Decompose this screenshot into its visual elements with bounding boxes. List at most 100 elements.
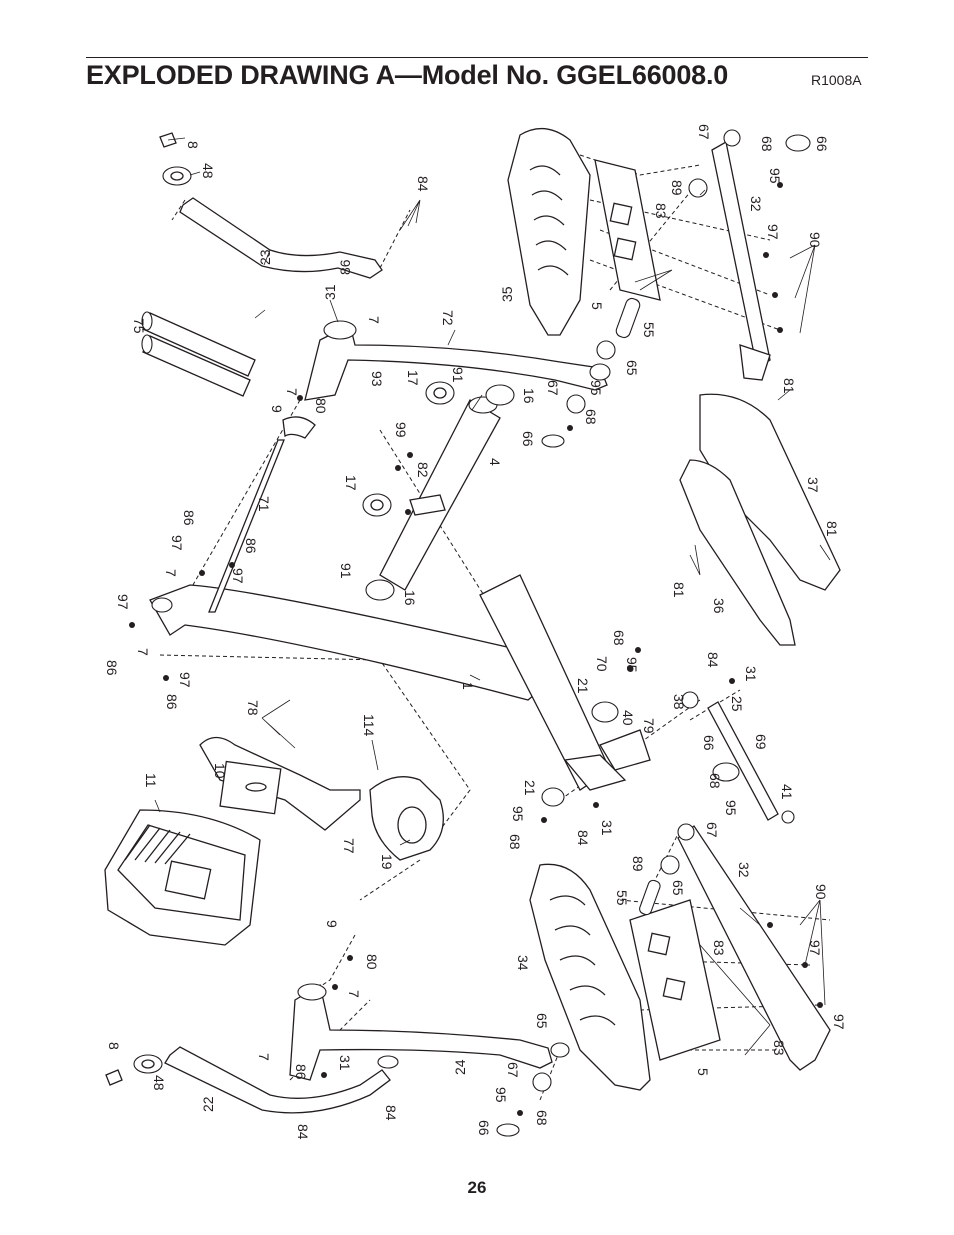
callout: 19 bbox=[379, 854, 395, 870]
pedal-arm-lower-32 bbox=[496, 823, 831, 1137]
callout: 95 bbox=[624, 657, 640, 673]
pedal-34 bbox=[529, 863, 721, 1091]
callout: 84 bbox=[295, 1124, 311, 1140]
callout: 22 bbox=[200, 1096, 216, 1112]
callout: 4 bbox=[487, 458, 503, 466]
callout: 55 bbox=[614, 890, 630, 906]
callout: 17 bbox=[405, 370, 421, 386]
callout: 7 bbox=[135, 648, 151, 656]
callout: 66 bbox=[520, 431, 536, 447]
callout: 84 bbox=[705, 652, 721, 668]
callout: 82 bbox=[415, 462, 431, 478]
callout: 34 bbox=[515, 955, 531, 971]
callout: 67 bbox=[696, 124, 712, 140]
callout: 93 bbox=[369, 371, 385, 387]
console-11 bbox=[104, 809, 261, 946]
page-title: EXPLODED DRAWING A—Model No. GGEL66008.0 bbox=[86, 60, 729, 90]
callout: 8 bbox=[106, 1042, 122, 1050]
axle-71 bbox=[208, 416, 316, 613]
callout: 55 bbox=[641, 322, 657, 338]
callout: 7 bbox=[366, 316, 382, 324]
callout: 31 bbox=[337, 1055, 353, 1071]
callout: 80 bbox=[364, 954, 380, 970]
callout: 21 bbox=[575, 678, 591, 694]
callout: 65 bbox=[534, 1013, 550, 1029]
callout: 25 bbox=[729, 696, 745, 712]
console-mast-10 bbox=[199, 736, 361, 831]
page-number: 26 bbox=[467, 1178, 487, 1197]
callout: 66 bbox=[476, 1120, 492, 1136]
callout: 8 bbox=[185, 141, 201, 149]
callout: 66 bbox=[701, 735, 717, 751]
callout: 68 bbox=[611, 630, 627, 646]
callout: 7 bbox=[163, 569, 179, 577]
callout: 48 bbox=[151, 1075, 167, 1091]
callout: 68 bbox=[534, 1110, 550, 1126]
callout: 37 bbox=[805, 477, 821, 493]
callout: 67 bbox=[545, 380, 561, 396]
callout: 16 bbox=[521, 388, 537, 404]
callout: 41 bbox=[779, 784, 795, 800]
lower-arm-24 bbox=[289, 983, 570, 1081]
callout: 81 bbox=[671, 582, 687, 598]
callout: 90 bbox=[807, 232, 823, 248]
callout: 84 bbox=[575, 830, 591, 846]
callout: 97 bbox=[115, 594, 131, 610]
callout: 90 bbox=[813, 884, 829, 900]
main-frame-1 bbox=[149, 396, 651, 791]
callout: 5 bbox=[589, 302, 605, 310]
callout: 7 bbox=[284, 388, 300, 396]
callout: 70 bbox=[594, 656, 610, 672]
callout: 65 bbox=[624, 360, 640, 376]
callout: 68 bbox=[507, 834, 523, 850]
callout: 86 bbox=[293, 1064, 309, 1080]
header-rule bbox=[86, 57, 868, 58]
callout: 79 bbox=[641, 718, 657, 734]
callout: 97 bbox=[807, 940, 823, 956]
callout: 68 bbox=[759, 136, 775, 152]
callout: 31 bbox=[743, 666, 759, 682]
callout: 11 bbox=[143, 773, 159, 788]
callout: 75 bbox=[131, 318, 147, 334]
leader-lines bbox=[154, 137, 831, 1056]
callout: 1 bbox=[460, 682, 476, 690]
callout: 65 bbox=[670, 880, 686, 896]
callout: 67 bbox=[704, 822, 720, 838]
callout: 16 bbox=[402, 590, 418, 606]
lower-handlebar-22 bbox=[105, 1046, 399, 1114]
callout: 86 bbox=[164, 694, 180, 710]
callout: 17 bbox=[343, 475, 359, 491]
callout: 68 bbox=[583, 409, 599, 425]
callout: 86 bbox=[181, 510, 197, 526]
callout: 31 bbox=[322, 284, 338, 300]
callout: 24 bbox=[452, 1059, 468, 1075]
callout: 72 bbox=[440, 310, 456, 326]
bushings-and-caps bbox=[362, 381, 619, 807]
callout: 5 bbox=[695, 1068, 711, 1076]
callout: 7 bbox=[346, 990, 362, 998]
callout: 78 bbox=[245, 700, 261, 716]
callout: 86 bbox=[243, 538, 259, 554]
callout: 91 bbox=[450, 367, 466, 383]
callout: 71 bbox=[256, 496, 272, 512]
callout: 21 bbox=[522, 780, 538, 796]
callout: 36 bbox=[711, 598, 727, 614]
callout: 97 bbox=[831, 1014, 847, 1030]
callout: 69 bbox=[753, 734, 769, 750]
callout: 9 bbox=[269, 405, 285, 413]
callout: 84 bbox=[383, 1105, 399, 1121]
callout: 97 bbox=[765, 224, 781, 240]
callout: 81 bbox=[824, 521, 840, 537]
callout: 32 bbox=[736, 862, 752, 878]
callout: 97 bbox=[169, 535, 185, 551]
callout: 114 bbox=[361, 714, 377, 737]
drawing-reference-code: R1008A bbox=[811, 72, 862, 88]
upper-handlebar-23 bbox=[159, 132, 383, 279]
callout: 81 bbox=[781, 378, 797, 394]
callout: 95 bbox=[493, 1087, 509, 1103]
callout: 48 bbox=[200, 163, 216, 179]
shroud-36-37 bbox=[679, 393, 841, 646]
callout: 97 bbox=[177, 672, 193, 688]
callout: 83 bbox=[771, 1040, 787, 1056]
